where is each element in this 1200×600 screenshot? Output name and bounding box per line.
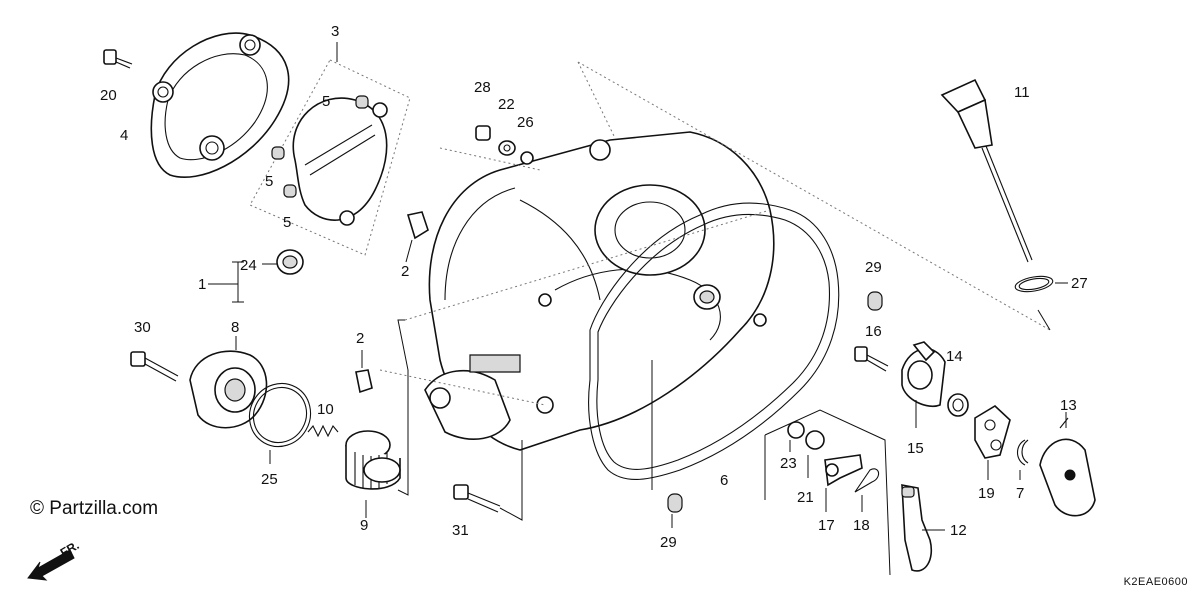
callout-7[interactable]: 7: [1016, 485, 1025, 502]
callout-4[interactable]: 4: [120, 127, 129, 144]
callout-2[interactable]: 2: [356, 330, 365, 347]
part-3-inner-plate[interactable]: [292, 97, 388, 226]
callout-3[interactable]: 3: [331, 23, 340, 40]
group-3-box: [249, 59, 411, 256]
alignment-lines: [379, 61, 1051, 406]
part-25-o-ring[interactable]: [238, 372, 322, 457]
part-5-dowel-pins[interactable]: [271, 95, 369, 198]
part-31-bolt[interactable]: [453, 484, 501, 513]
part-21-washer[interactable]: [805, 430, 825, 450]
part-14-oil-pump-rotor[interactable]: [901, 341, 946, 407]
part-17-shift-lever[interactable]: [824, 454, 863, 487]
callout-29[interactable]: 29: [865, 259, 882, 276]
callout-14[interactable]: 14: [946, 348, 963, 365]
callout-13[interactable]: 13: [1060, 397, 1077, 414]
callout-17[interactable]: 17: [818, 517, 835, 534]
part-29-dowel-lower[interactable]: [667, 493, 683, 513]
part-28-nut[interactable]: [475, 125, 491, 141]
part-16-stud-bolt[interactable]: [854, 346, 889, 372]
part-9-oil-filter[interactable]: [345, 430, 401, 490]
callout-31[interactable]: 31: [452, 522, 469, 539]
copyright-symbol: ©: [30, 498, 44, 519]
part-15-bushing[interactable]: [947, 393, 969, 417]
callout-25[interactable]: 25: [261, 471, 278, 488]
callout-27[interactable]: 27: [1071, 275, 1088, 292]
callout-1[interactable]: 1: [198, 276, 207, 293]
callout-16[interactable]: 16: [865, 323, 882, 340]
part-30-bolt[interactable]: [130, 351, 179, 382]
part-7-circlip[interactable]: [1016, 439, 1029, 466]
part-13-cover[interactable]: [1039, 417, 1096, 517]
part-19-plate[interactable]: [974, 405, 1011, 459]
part-29-dowel-upper[interactable]: [867, 291, 883, 311]
callout-29[interactable]: 29: [660, 534, 677, 551]
callout-19[interactable]: 19: [978, 485, 995, 502]
part-2-clip-upper[interactable]: [406, 211, 429, 240]
callout-5[interactable]: 5: [283, 214, 292, 231]
callout-30[interactable]: 30: [134, 319, 151, 336]
part-8-oil-filter-cover[interactable]: [189, 350, 268, 429]
group-12-bracket: [764, 409, 891, 576]
callout-5[interactable]: 5: [265, 173, 274, 190]
callout-18[interactable]: 18: [853, 517, 870, 534]
part-1-right-crankcase-cover[interactable]: [424, 131, 775, 451]
callout-11[interactable]: 11: [1014, 84, 1030, 101]
callout-6[interactable]: 6: [720, 472, 729, 489]
callout-2[interactable]: 2: [401, 263, 410, 280]
front-direction-arrow: [27, 549, 75, 581]
part-20-bolt[interactable]: [103, 49, 133, 69]
part-26-washer[interactable]: [520, 151, 534, 165]
brand-watermark: © Partzilla.com: [30, 498, 158, 520]
callout-5[interactable]: 5: [322, 93, 331, 110]
callout-20[interactable]: 20: [100, 87, 117, 104]
part-11-dipstick[interactable]: [940, 78, 1033, 263]
part-22-washer[interactable]: [498, 140, 516, 156]
part-6-gasket[interactable]: [588, 202, 840, 481]
callout-28[interactable]: 28: [474, 79, 491, 96]
callout-21[interactable]: 21: [797, 489, 814, 506]
brand-name: Partzilla.com: [49, 498, 159, 519]
diagram-code: K2EAE0600: [1123, 576, 1188, 588]
part-18-spring-pin[interactable]: [854, 468, 880, 493]
callout-23[interactable]: 23: [780, 455, 797, 472]
part-23-washer[interactable]: [787, 421, 805, 439]
part-24-oil-seal[interactable]: [276, 249, 304, 275]
part-10-spring[interactable]: [307, 424, 339, 438]
callout-24[interactable]: 24: [240, 257, 257, 274]
callout-9[interactable]: 9: [360, 517, 369, 534]
part-4-outer-cover[interactable]: [150, 32, 290, 178]
callout-10[interactable]: 10: [317, 401, 334, 418]
part-27-o-ring[interactable]: [1014, 274, 1054, 294]
callout-22[interactable]: 22: [498, 96, 515, 113]
callout-15[interactable]: 15: [907, 440, 924, 457]
callout-26[interactable]: 26: [517, 114, 534, 131]
callout-12[interactable]: 12: [950, 522, 967, 539]
part-2-clip-lower[interactable]: [355, 369, 373, 394]
part-12-shift-arm[interactable]: [901, 484, 932, 572]
callout-8[interactable]: 8: [231, 319, 240, 336]
